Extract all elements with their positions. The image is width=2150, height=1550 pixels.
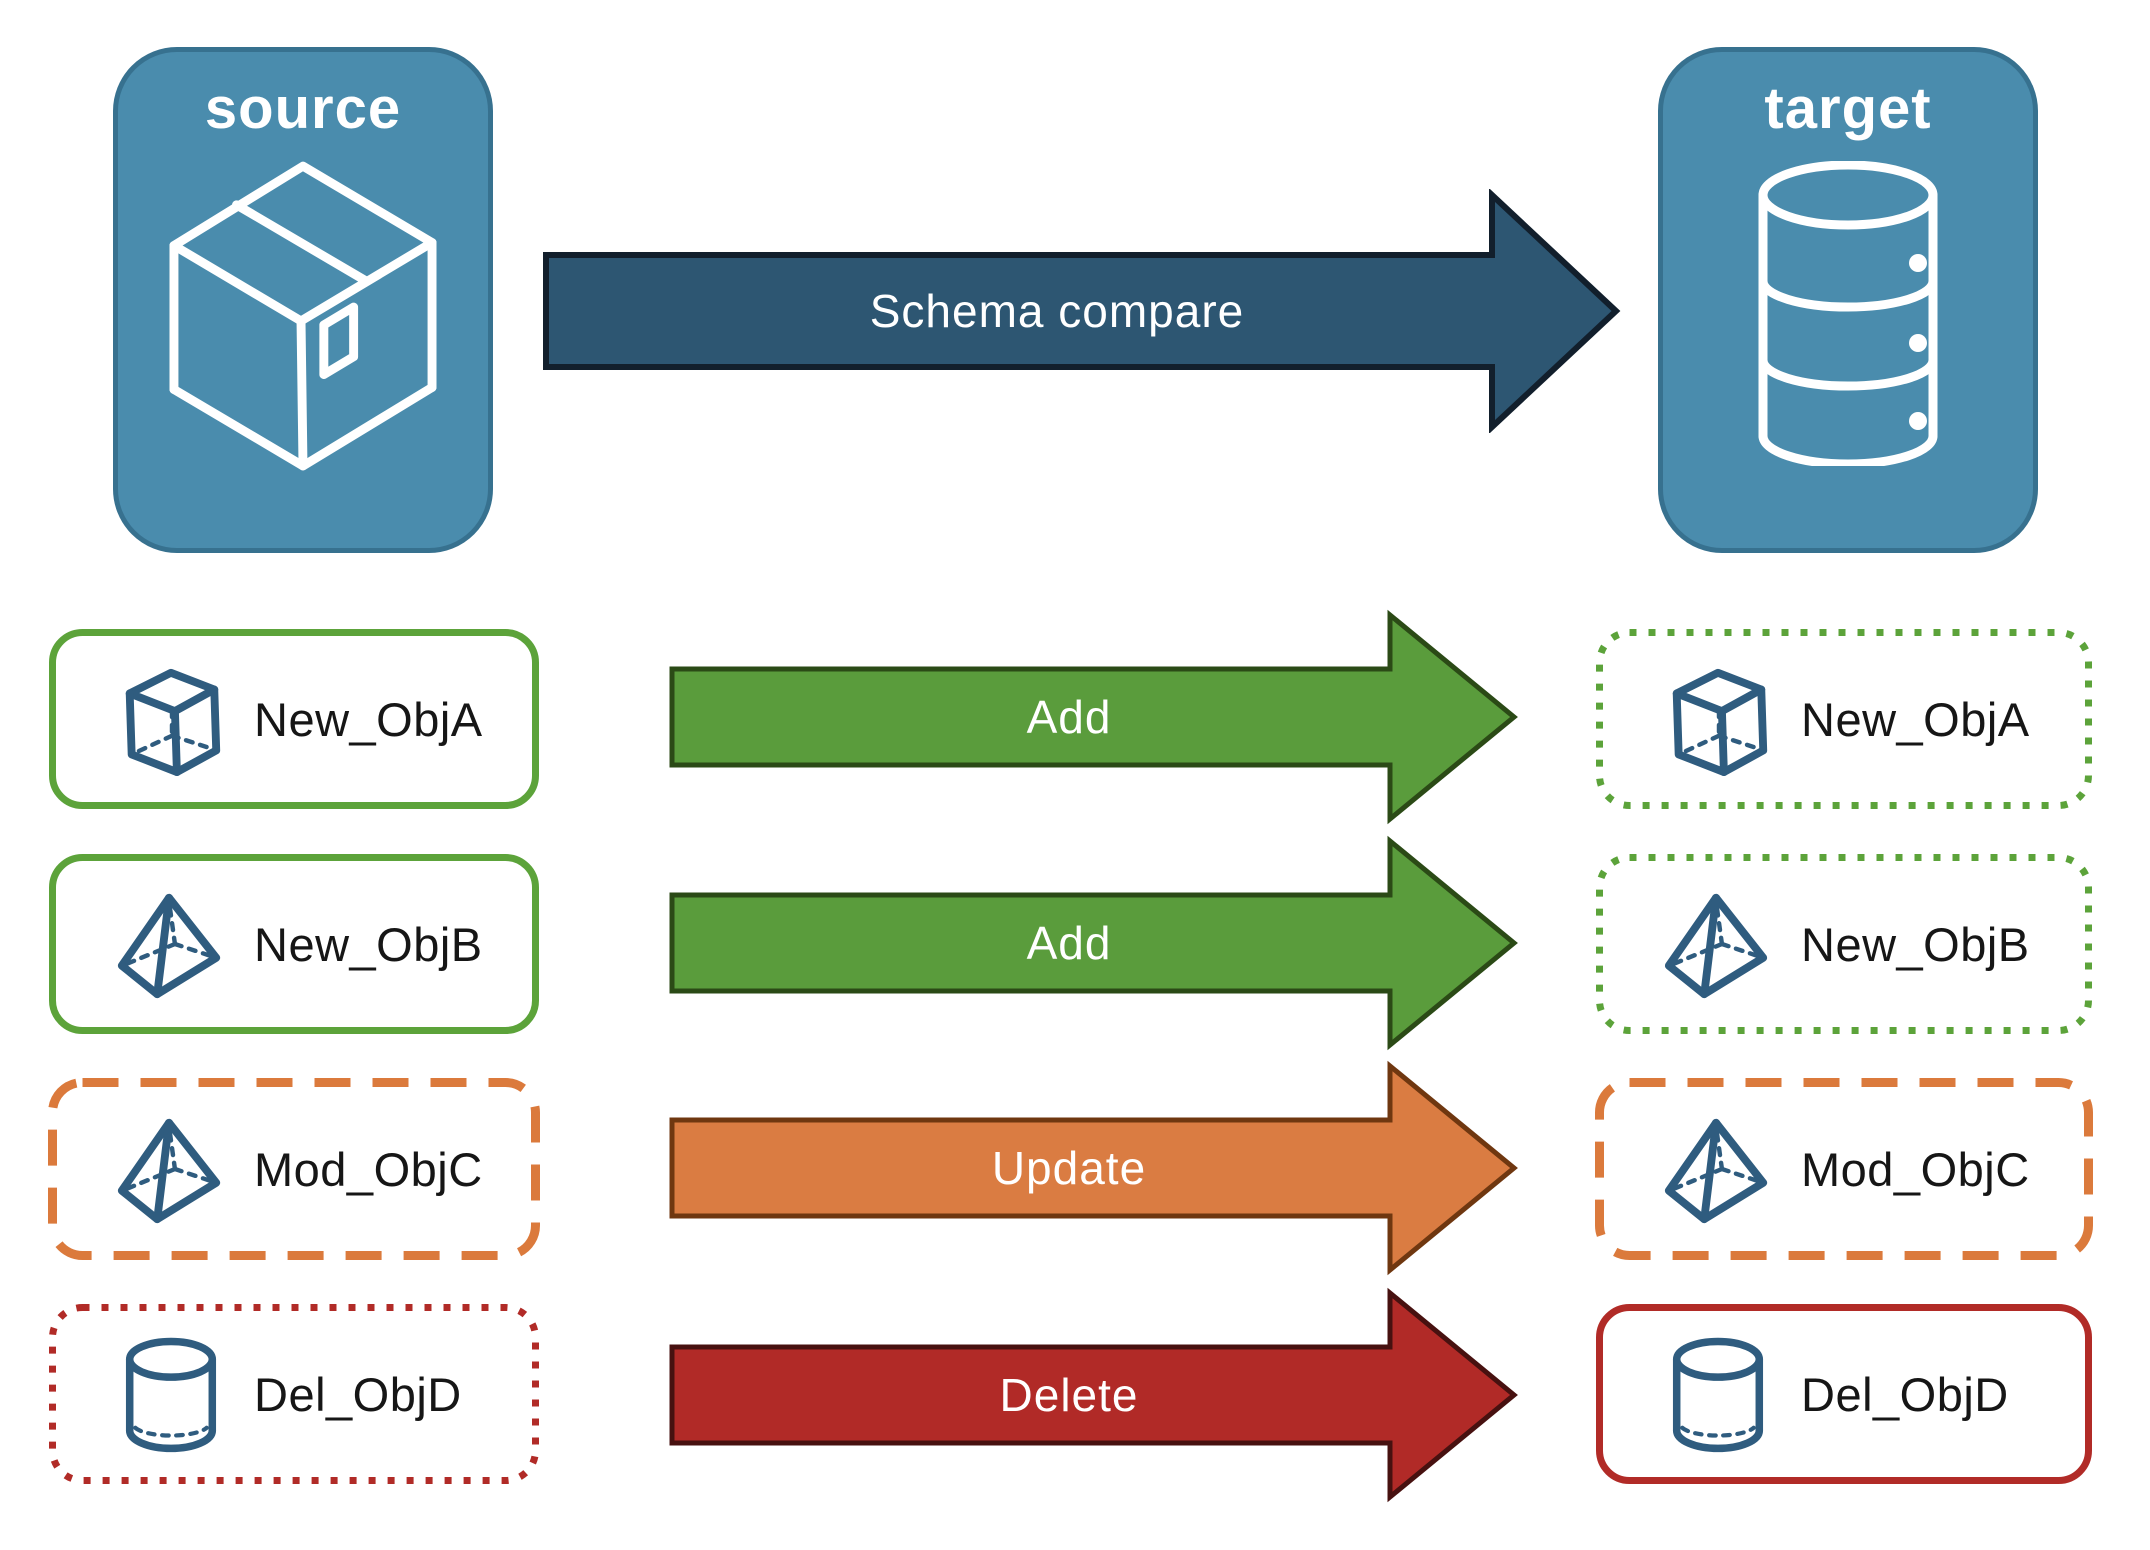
object-label: New_ObjA xyxy=(254,692,483,746)
box-border xyxy=(49,854,539,1034)
add-arrow-shape xyxy=(669,835,1518,1051)
add-arrow-row1: Add xyxy=(668,607,1520,827)
pyramid-icon xyxy=(117,1118,221,1224)
update-arrow: Update xyxy=(668,1058,1520,1278)
delete-arrow: Delete xyxy=(668,1285,1520,1505)
target-object-box-del-objd: Del_ObjD xyxy=(1595,1303,2093,1485)
add-arrow-label: Add xyxy=(1026,917,1112,969)
target-object-box-new-objb: New_ObjB xyxy=(1595,853,2093,1035)
target-object-box-new-obja: New_ObjA xyxy=(1595,628,2093,810)
object-label: Mod_ObjC xyxy=(1801,1142,2030,1196)
box-border xyxy=(48,1078,540,1260)
source-node-title: source xyxy=(204,76,402,141)
pyramid-icon xyxy=(117,893,221,999)
schema-compare-arrow: Schema compare xyxy=(542,189,1622,433)
box-border xyxy=(49,1304,539,1484)
source-node: source xyxy=(113,47,493,553)
pyramid-icon xyxy=(1664,893,1768,999)
source-object-box-new-objb: New_ObjB xyxy=(48,853,540,1035)
pyramid-icon xyxy=(1664,1118,1768,1224)
cube-icon xyxy=(1672,668,1768,777)
cube-icon xyxy=(125,668,221,777)
source-object-box-mod-objc: Mod_ObjC xyxy=(48,1078,540,1260)
add-arrow-label: Add xyxy=(1026,691,1112,743)
target-node-title: target xyxy=(1764,76,1932,141)
object-label: New_ObjB xyxy=(1801,917,2030,971)
object-label: Mod_ObjC xyxy=(254,1142,483,1196)
box-border xyxy=(49,629,539,809)
cylinder-icon xyxy=(125,1337,217,1453)
package-box-icon xyxy=(169,161,437,471)
schema-compare-arrow-label: Schema compare xyxy=(869,285,1245,337)
update-arrow-label: Update xyxy=(991,1142,1147,1194)
object-label: New_ObjB xyxy=(254,917,483,971)
delete-arrow-shape xyxy=(669,1287,1518,1503)
add-arrow-shape xyxy=(669,609,1518,825)
target-object-box-mod-objc: Mod_ObjC xyxy=(1595,1078,2093,1260)
object-label: Del_ObjD xyxy=(254,1367,462,1421)
schema-compare-arrow-shape xyxy=(543,189,1621,433)
object-label: Del_ObjD xyxy=(1801,1367,2009,1421)
object-label: New_ObjA xyxy=(1801,692,2030,746)
source-object-box-del-objd: Del_ObjD xyxy=(48,1303,540,1485)
add-arrow-row2: Add xyxy=(668,833,1520,1053)
box-border xyxy=(1596,854,2092,1034)
cylinder-icon xyxy=(1672,1337,1764,1453)
target-node: target xyxy=(1658,47,2038,553)
source-object-box-new-obja: New_ObjA xyxy=(48,628,540,810)
update-arrow-shape xyxy=(669,1060,1518,1276)
box-border xyxy=(1596,629,2092,809)
box-border xyxy=(1596,1304,2092,1484)
database-icon xyxy=(1758,160,1938,466)
delete-arrow-label: Delete xyxy=(999,1369,1139,1421)
box-border xyxy=(1595,1078,2093,1260)
